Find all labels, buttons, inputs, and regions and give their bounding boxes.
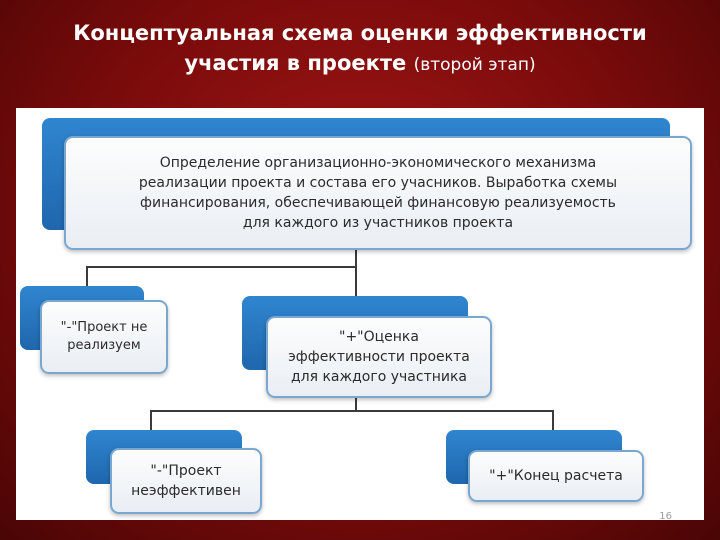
connector-level1-bar xyxy=(86,266,357,268)
connector-to-evaluation xyxy=(355,266,357,296)
connector-eval-stem xyxy=(355,392,357,412)
title-line-2: участия в проекте (второй этап) xyxy=(0,48,720,80)
not-efficient-node: "-"Проект неэффективен xyxy=(110,448,262,514)
evaluation-node: "+"Оценка эффективности проекта для кажд… xyxy=(266,316,492,398)
slide-title: Концептуальная схема оценки эффективност… xyxy=(0,18,720,80)
connector-to-end xyxy=(552,410,554,432)
diagram-panel: Определение организационно-экономическог… xyxy=(16,108,704,520)
title-subtitle: (второй этап) xyxy=(413,55,536,75)
title-line-1: Концептуальная схема оценки эффективност… xyxy=(73,21,647,45)
not-feasible-node: "-"Проект не реализуем xyxy=(40,300,168,374)
connector-level2-bar xyxy=(150,410,554,412)
page-number: 16 xyxy=(659,511,672,522)
connector-top-stem xyxy=(355,248,357,268)
title-main: участия в проекте xyxy=(184,51,407,75)
connector-to-not-feasible xyxy=(86,266,88,288)
connector-to-not-efficient xyxy=(150,410,152,432)
top-node: Определение организационно-экономическог… xyxy=(64,136,692,250)
end-node: "+"Конец расчета xyxy=(468,450,644,502)
